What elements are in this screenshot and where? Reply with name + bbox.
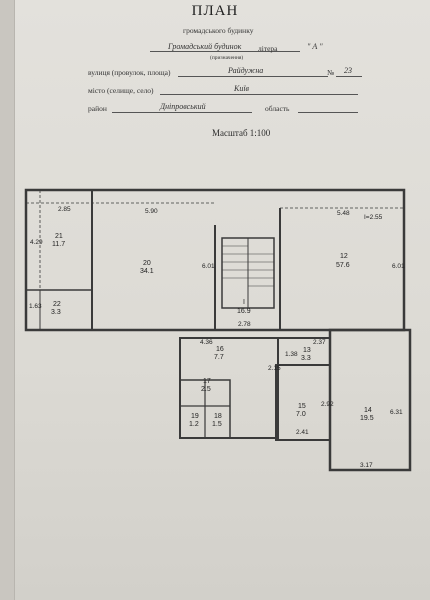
dim-241: 2.41 — [296, 429, 309, 436]
building-name: Громадський будинок — [168, 42, 242, 51]
room-16-area: 7.7 — [214, 354, 224, 361]
room-20-area: 34.1 — [140, 268, 154, 275]
room-13-area: 3.3 — [301, 355, 311, 362]
room-16-id: 16 — [216, 346, 224, 353]
region-line — [298, 112, 358, 113]
dim-436: 4.36 — [200, 339, 213, 346]
room-15-area: 7.0 — [296, 411, 306, 418]
name-hint: (призначення) — [210, 55, 244, 61]
room-22-id: 22 — [53, 301, 61, 308]
city-value: Київ — [234, 84, 250, 93]
room-18-id: 18 — [214, 413, 222, 420]
dim-548: 5.48 — [337, 210, 350, 217]
dim-590: 5.90 — [145, 208, 158, 215]
street-label: вулиця (провулок, площа) — [88, 68, 171, 77]
street-value: Райдужна — [228, 66, 264, 75]
region-label: область — [265, 104, 290, 113]
room-12-area: 57.6 — [336, 262, 350, 269]
room-14-id: 14 — [364, 407, 372, 414]
room-18-area: 1.5 — [212, 421, 222, 428]
room-14-area: 19.5 — [360, 415, 374, 422]
room-19-area: 1.2 — [189, 421, 199, 428]
city-label: місто (селище, село) — [88, 86, 154, 95]
dim-601b: 6.01 — [392, 263, 405, 270]
room-20-id: 20 — [143, 260, 151, 267]
room-15-id: 15 — [298, 403, 306, 410]
dim-255: I=2.55 — [364, 214, 383, 221]
dim-285: 2.85 — [58, 206, 71, 213]
room-17-area: 2.5 — [201, 386, 211, 393]
name-line — [150, 51, 300, 52]
district-line — [112, 112, 252, 113]
room-21-id: 21 — [55, 233, 63, 240]
room-I-area: 16.9 — [237, 308, 251, 315]
dim-215: 2.15 — [268, 365, 281, 372]
district-value: Дніпровський — [160, 102, 206, 111]
page-edge — [0, 0, 15, 600]
street-line — [178, 76, 328, 77]
dim-292: 2.92 — [321, 401, 334, 408]
dim-317: 3.17 — [360, 462, 373, 469]
plan-title: ПЛАН — [191, 3, 239, 19]
dim-429: 4.29 — [30, 239, 43, 246]
city-line — [160, 94, 358, 95]
room-I-id: I — [243, 299, 245, 306]
room-21-area: 11.7 — [52, 241, 65, 248]
dim-163: 1.63 — [29, 303, 42, 310]
dim-237: 2.37 — [313, 339, 326, 346]
district-label: район — [88, 104, 107, 113]
room-19-id: 19 — [191, 413, 199, 420]
dim-138: 1.38 — [285, 351, 298, 358]
number-value: 23 — [344, 66, 352, 75]
dim-631: 6.31 — [390, 409, 403, 416]
room-13-id: 13 — [303, 347, 311, 354]
subtitle: громадського будинку — [183, 26, 254, 35]
dim-278: 2.78 — [238, 321, 251, 328]
letter-label: літера — [258, 44, 278, 53]
room-12-id: 12 — [340, 253, 348, 260]
number-line — [336, 76, 362, 77]
scale-label: Масштаб 1:100 — [212, 128, 271, 138]
wall-block-14 — [328, 328, 412, 472]
letter-value: " А " — [307, 42, 323, 51]
number-label: № — [327, 68, 335, 77]
dim-601a: 6.01 — [202, 263, 215, 270]
room-17-id: 17 — [203, 378, 211, 385]
floor-plan: 21 11.7 22 3.3 20 34.1 I 16.9 12 57.6 16… — [24, 188, 412, 472]
room-22-area: 3.3 — [51, 309, 61, 316]
